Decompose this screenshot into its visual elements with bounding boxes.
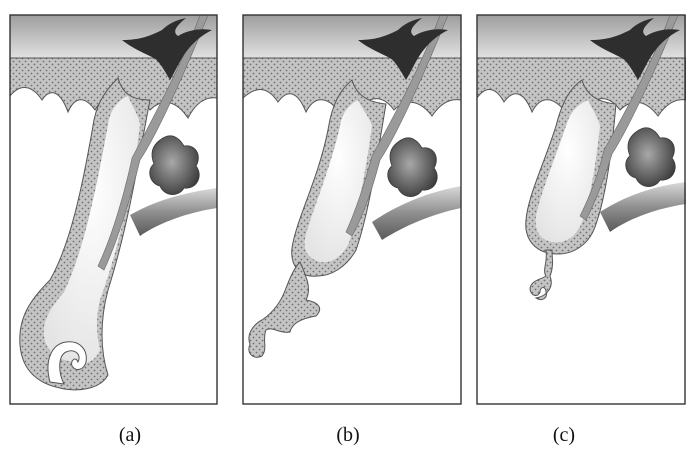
panel-a-anagen [10,15,217,404]
panel-c-telogen [477,15,686,404]
panel-b-label: (b) [318,424,378,446]
panel-c-label: (c) [534,424,594,446]
panel-b-catagen [243,15,461,404]
panel-a-label: (a) [100,424,160,446]
